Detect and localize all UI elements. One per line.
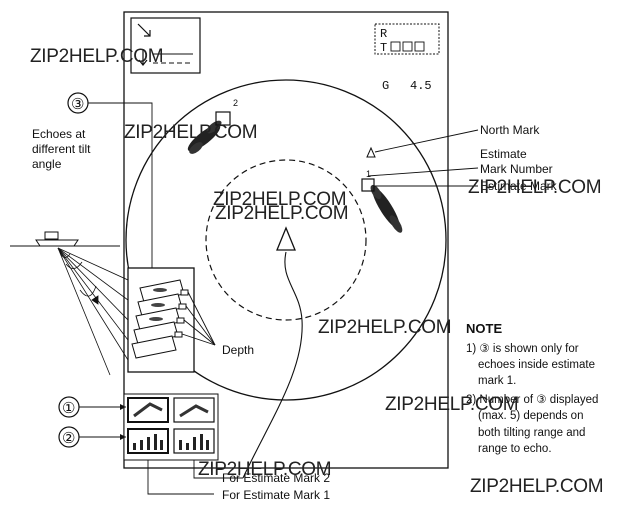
compass-box bbox=[130, 17, 201, 74]
estimate-mark-1-box bbox=[361, 178, 375, 192]
sonar-beam-fan bbox=[57, 247, 129, 376]
gain-value: 4.5 bbox=[410, 79, 432, 93]
ship-icon bbox=[10, 231, 120, 247]
estimate-label-line2: Mark Number bbox=[480, 162, 553, 176]
note-title: NOTE bbox=[466, 321, 502, 336]
watermark: ZIP2HELP.COM bbox=[198, 459, 331, 480]
note-line-5: (max. 5) depends on bbox=[478, 410, 583, 422]
north-mark-icon bbox=[366, 146, 376, 158]
compass-arrow-icon bbox=[137, 23, 193, 66]
thumb-depth-bars-2 bbox=[179, 434, 209, 450]
thumb-depth-bars-1 bbox=[133, 434, 163, 450]
r-label: R bbox=[380, 27, 387, 41]
watermark: ZIP2HELP.COM bbox=[318, 317, 451, 338]
echoes-label-line3: angle bbox=[32, 157, 62, 171]
watermark: ZIP2HELP.COM bbox=[213, 189, 346, 210]
thumb-echo-mark1 bbox=[127, 397, 169, 423]
note-line-1: 1) ③ is shown only for bbox=[466, 343, 579, 355]
watermark: ZIP2HELP.COM bbox=[470, 476, 603, 497]
estimate-label-line1: Estimate bbox=[480, 147, 527, 161]
estimate-mark-2-number: 2 bbox=[233, 98, 238, 108]
watermark: ZIP2HELP.COM bbox=[215, 203, 348, 224]
own-ship-marker-icon bbox=[276, 226, 296, 251]
echoes-label-line2: different tilt bbox=[32, 142, 91, 156]
display-frame bbox=[123, 11, 449, 469]
t-label: T bbox=[380, 41, 387, 55]
note-line-4: 2) Number of ③ displayed bbox=[466, 394, 598, 406]
estimate-mark-1-number: 1 bbox=[366, 169, 371, 179]
rt-box bbox=[374, 23, 440, 55]
echoes-label-line1: Echoes at bbox=[32, 127, 86, 141]
depth-leaders bbox=[181, 291, 216, 346]
watermark: ZIP2HELP.COM bbox=[385, 394, 518, 415]
for-estimate-mark-2-label: For Estimate Mark 2 bbox=[222, 471, 330, 485]
estimate-mark-label: Estimate Mark bbox=[480, 179, 558, 193]
callout-2-label: ② bbox=[62, 430, 75, 447]
estimate-mark-2-box bbox=[215, 111, 231, 126]
t-squares-icon bbox=[390, 41, 425, 52]
echo-cluster-mark1 bbox=[370, 184, 403, 233]
callout-1-label: ① bbox=[62, 400, 75, 417]
watermark: ZIP2HELP.COM bbox=[124, 122, 257, 143]
watermark: ZIP2HELP.COM bbox=[30, 46, 163, 67]
gain-label: G bbox=[382, 79, 389, 93]
note-line-2: echoes inside estimate bbox=[478, 359, 595, 371]
watermark-layer: ZIP2HELP.COM ZIP2HELP.COM ZIP2HELP.COM Z… bbox=[30, 46, 604, 497]
depth-label: Depth bbox=[222, 343, 254, 357]
note-line-3: mark 1. bbox=[478, 375, 516, 387]
north-mark-label: North Mark bbox=[480, 123, 540, 137]
echo-cluster-mark2 bbox=[187, 120, 222, 154]
watermark: ZIP2HELP.COM bbox=[468, 177, 601, 198]
outer-range-ring bbox=[125, 79, 447, 401]
thumb-echo-mark2 bbox=[173, 397, 215, 423]
callout-3-label: ③ bbox=[71, 96, 84, 113]
for-estimate-mark-1-label: For Estimate Mark 1 bbox=[222, 488, 330, 502]
inner-range-ring bbox=[205, 159, 367, 321]
note-line-6: both tilting range and bbox=[478, 427, 585, 439]
note-line-7: range to echo. bbox=[478, 443, 552, 455]
tilt-layer-stack bbox=[131, 279, 189, 359]
